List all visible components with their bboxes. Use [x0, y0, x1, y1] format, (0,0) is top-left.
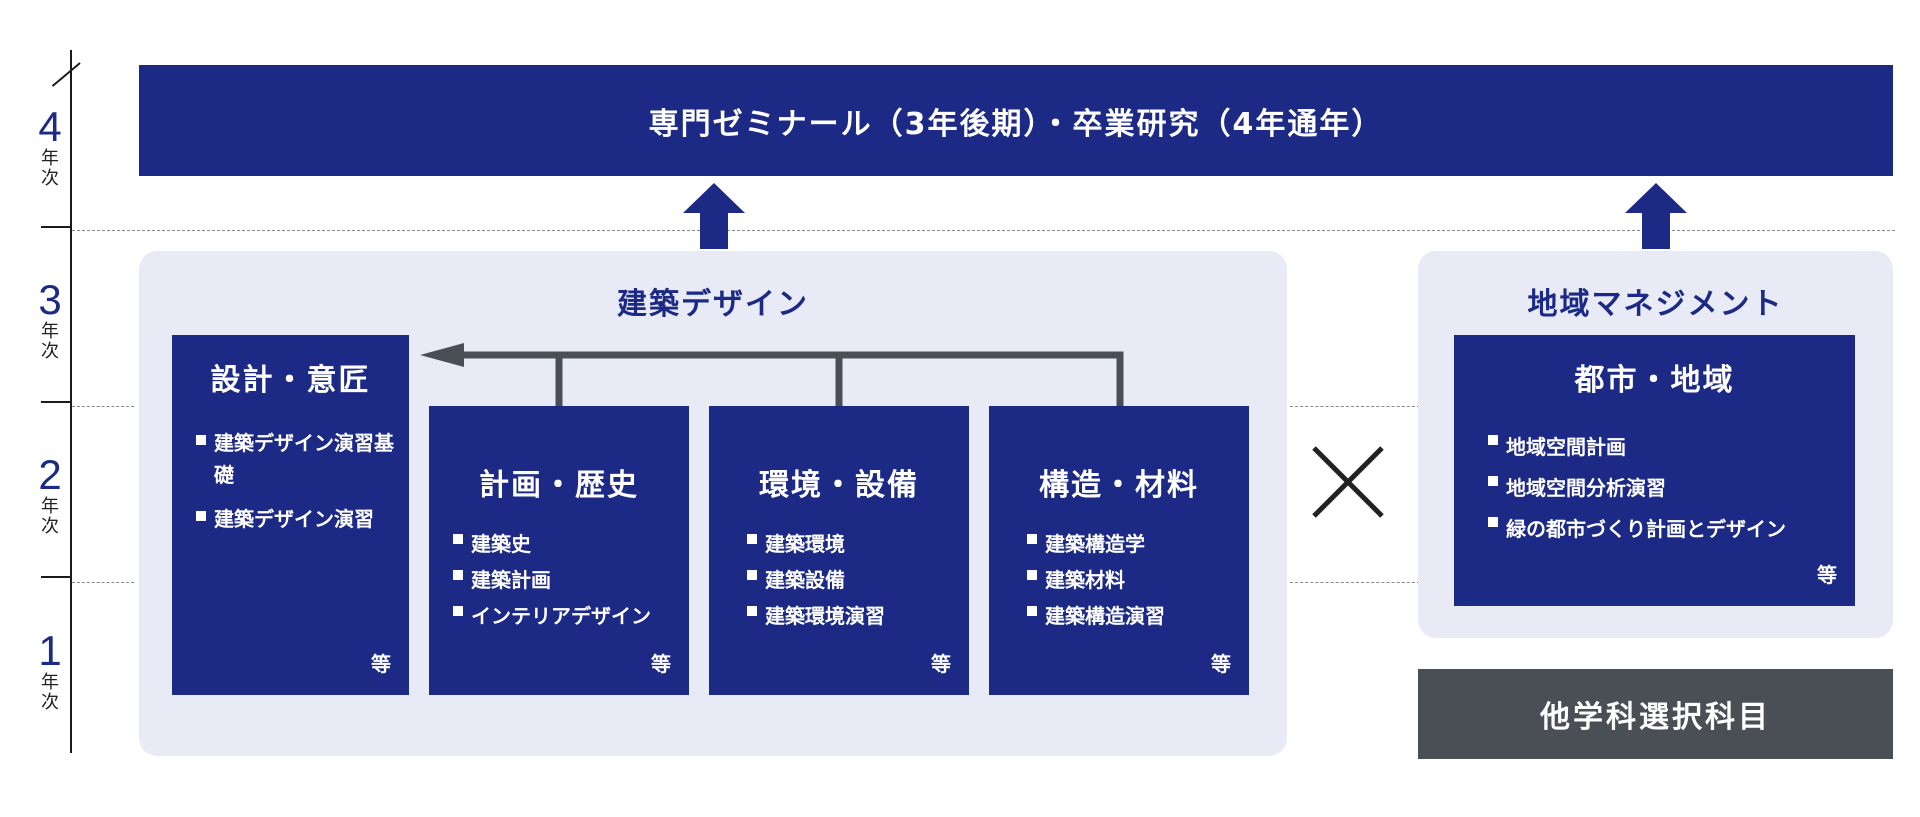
other-department-subjects-box: 他学科選択科目 — [1418, 669, 1893, 759]
list-item: 地域空間分析演習 — [1488, 468, 1845, 509]
course-list: 建築デザイン演習基礎 建築デザイン演習 — [196, 427, 399, 535]
architecture-design-title: 建築デザイン — [617, 287, 809, 322]
etc-label: 等 — [1211, 652, 1231, 676]
year-axis-tick — [41, 401, 71, 403]
box-title: 構造・材料 — [1039, 468, 1199, 503]
list-item: 建築構造学 — [1027, 526, 1239, 562]
year-divider-2-1 — [1290, 582, 1420, 583]
year-divider-2-1 — [72, 582, 134, 583]
course-list: 地域空間計画 地域空間分析演習 緑の都市づくり計画とデザイン — [1488, 427, 1845, 550]
structure-materials-box: 構造・材料 建築構造学 建築材料 建築構造演習 等 — [989, 406, 1249, 695]
up-arrow-icon — [1625, 183, 1687, 249]
course-list: 建築構造学 建築材料 建築構造演習 — [1027, 526, 1239, 634]
box-title: 計画・歴史 — [479, 468, 639, 503]
list-item: 建築史 — [453, 526, 679, 562]
up-arrow-icon — [683, 183, 745, 249]
list-item: 建築デザイン演習 — [196, 503, 399, 535]
year-divider-3-2 — [72, 406, 134, 407]
list-item: 建築設備 — [747, 562, 959, 598]
list-item: 緑の都市づくり計画とデザイン — [1488, 509, 1845, 550]
box-title: 環境・設備 — [759, 468, 919, 503]
etc-label: 等 — [1817, 563, 1837, 587]
etc-label: 等 — [371, 652, 391, 676]
list-item: インテリアデザイン — [453, 598, 679, 634]
course-list: 建築史 建築計画 インテリアデザイン — [453, 526, 679, 634]
box-title: 都市・地域 — [1574, 363, 1735, 398]
seminar-graduation-research-band: 専門ゼミナール（3年後期）・卒業研究（4年通年） — [139, 65, 1893, 176]
list-item: 地域空間計画 — [1488, 427, 1845, 468]
year-axis-line — [70, 50, 72, 753]
list-item: 建築材料 — [1027, 562, 1239, 598]
planning-history-box: 計画・歴史 建築史 建築計画 インテリアデザイン 等 — [429, 406, 689, 695]
design-box: 設計・意匠 建築デザイン演習基礎 建築デザイン演習 等 — [172, 335, 409, 695]
list-item: 建築環境 — [747, 526, 959, 562]
list-item: 建築計画 — [453, 562, 679, 598]
box-title: 設計・意匠 — [210, 363, 371, 398]
list-item: 建築環境演習 — [747, 598, 959, 634]
list-item: 建築構造演習 — [1027, 598, 1239, 634]
etc-label: 等 — [931, 652, 951, 676]
cross-icon — [1312, 446, 1384, 518]
year-axis-tick — [41, 226, 71, 228]
left-arrowhead-icon — [420, 343, 464, 367]
course-list: 建築環境 建築設備 建築環境演習 — [747, 526, 959, 634]
year-divider-3-2 — [1290, 406, 1420, 407]
etc-label: 等 — [651, 652, 671, 676]
regional-management-title: 地域マネジメント — [1527, 287, 1784, 322]
urban-regional-box: 都市・地域 地域空間計画 地域空間分析演習 緑の都市づくり計画とデザイン 等 — [1454, 335, 1855, 606]
year-divider-4-3 — [72, 230, 1895, 231]
list-item: 建築デザイン演習基礎 — [196, 427, 399, 491]
environment-equipment-box: 環境・設備 建築環境 建築設備 建築環境演習 等 — [709, 406, 969, 695]
year-axis-tick — [41, 576, 71, 578]
